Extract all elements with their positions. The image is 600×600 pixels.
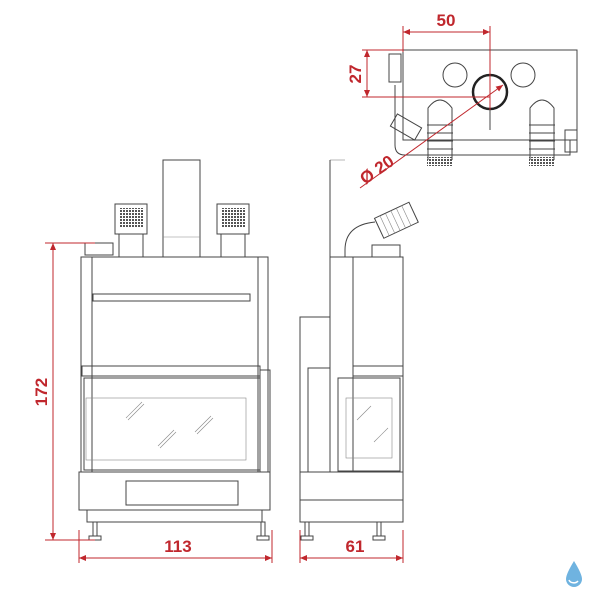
air-outlet-left	[442, 62, 468, 88]
side-base	[299, 471, 404, 523]
dimensions: 172 113 61 50 27 Ø 20	[32, 11, 504, 563]
flue-offset-label: 50	[437, 11, 456, 30]
flue-diameter-label: Ø 20	[356, 152, 397, 189]
front-body	[80, 256, 269, 473]
air-outlet-right	[510, 62, 536, 88]
left-vent	[114, 203, 148, 258]
side-view	[299, 159, 419, 541]
front-base	[78, 471, 271, 511]
side-glass-door	[337, 377, 401, 472]
brand-logo-drop-icon	[566, 561, 582, 587]
front-glass-door	[83, 377, 261, 471]
flue-height-label: 27	[346, 65, 365, 84]
flue-chimney	[162, 159, 201, 258]
height-dimension-label: 172	[32, 378, 51, 406]
depth-dimension-label: 61	[346, 537, 365, 556]
right-vent	[216, 203, 250, 258]
left-duct	[427, 99, 453, 166]
right-duct	[529, 99, 555, 166]
control-box	[84, 242, 114, 256]
top-view	[388, 49, 578, 166]
width-dimension-label: 113	[164, 537, 191, 556]
front-view	[78, 159, 271, 541]
side-flue-pipe	[373, 201, 419, 239]
